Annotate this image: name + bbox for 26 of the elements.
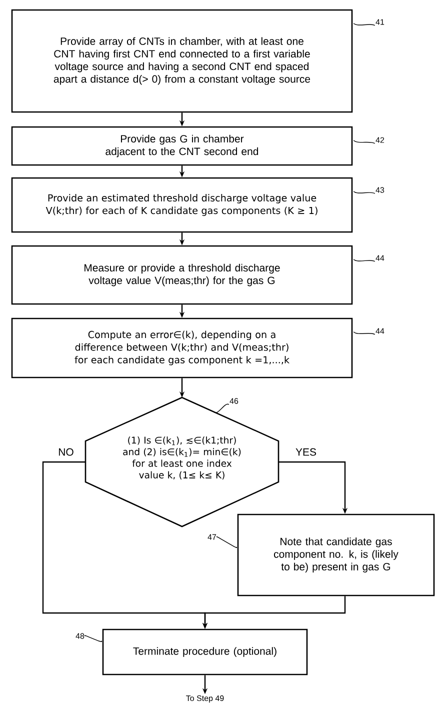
leader-line bbox=[214, 404, 230, 413]
process-box: Provide an estimated threshold discharge voltage value V(k;thr) for each of K candidate gas components (K ≥ 1) bbox=[11, 177, 353, 233]
reference-number: 47 bbox=[208, 534, 216, 540]
process-box: Compute an error∈(k), depending on a difference between V(k;thr) and V(meas;thr) for each candidate gas component k =1,...,k bbox=[11, 318, 353, 378]
process-box: Provide gas G in chamber adjacent to the CNT second end bbox=[11, 126, 353, 166]
edge-label: NO bbox=[57, 447, 75, 457]
leader-line bbox=[353, 259, 376, 262]
process-box: Provide array of CNTs in chamber, with at least one CNT having first CNT end connected to a first variable voltage source and having a second CNT end spaced apart a distance d(> 0) from a constant voltage source bbox=[11, 9, 353, 113]
step-reference: To Step 49 bbox=[186, 695, 224, 703]
reference-number: 43 bbox=[376, 187, 384, 193]
process-box: Terminate procedure (optional) bbox=[102, 628, 308, 676]
reference-number: 44 bbox=[376, 328, 384, 334]
process-box: Note that candidate gas component no. k, is (likely to be) present in gas G bbox=[237, 514, 435, 596]
reference-number: 44 bbox=[376, 255, 384, 261]
reference-number: 46 bbox=[230, 398, 238, 404]
leader-line bbox=[84, 635, 102, 642]
reference-number: 48 bbox=[76, 633, 84, 639]
reference-number: 41 bbox=[376, 19, 384, 25]
edge-label: YES bbox=[294, 447, 318, 457]
reference-number: 42 bbox=[376, 137, 384, 143]
leader-line bbox=[353, 140, 376, 144]
process-box: Measure or provide a threshold discharge voltage value V(meas;thr) for the gas G bbox=[11, 245, 353, 305]
leader-line bbox=[353, 332, 376, 335]
leader-line bbox=[353, 23, 376, 26]
leader-line bbox=[353, 191, 376, 194]
leader-line bbox=[216, 536, 238, 548]
